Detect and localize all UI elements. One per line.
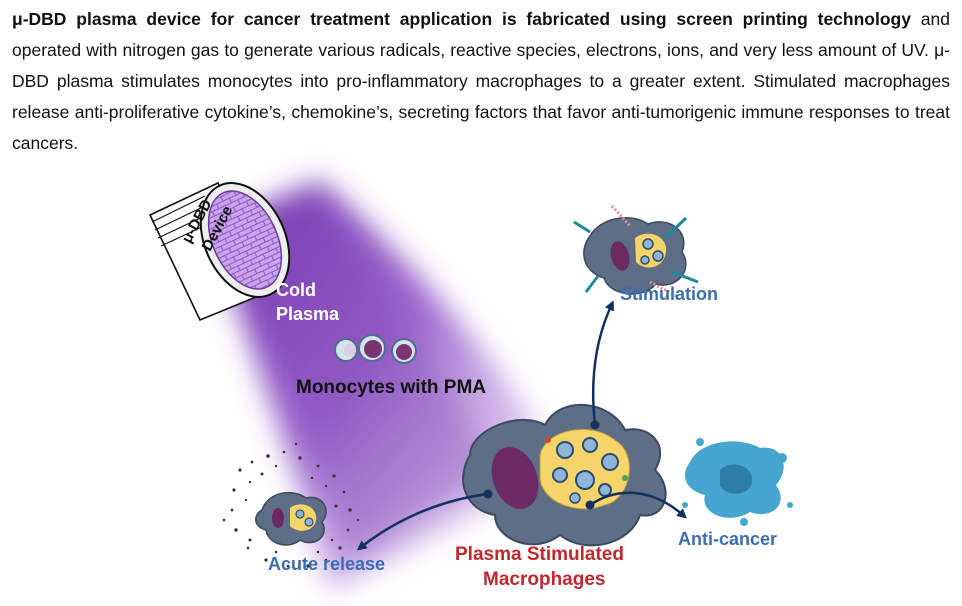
arrow-origin-dot-left	[483, 489, 493, 499]
stimulation-label: Stimulation	[620, 284, 718, 304]
arrow-origin-dot-top	[590, 420, 600, 430]
monocytes-label: Monocytes with PMA	[296, 377, 486, 398]
macrophage-label-line1: Plasma Stimulated	[455, 544, 624, 565]
acute-release-label: Acute release	[268, 554, 385, 574]
tumor-cells	[682, 438, 793, 526]
cold-plasma-line2: Plasma	[276, 304, 340, 324]
cold-plasma-line1: Cold	[276, 280, 316, 300]
arrow-origin-dot-right	[585, 500, 595, 510]
abstract-body: and operated with nitrogen gas to genera…	[12, 9, 950, 153]
plasma-core	[230, 200, 500, 560]
dbd-device	[148, 181, 291, 322]
arrow-to-stimulation	[591, 300, 614, 426]
macrophage-label-line2: Macrophages	[483, 569, 605, 590]
acute-release-cell	[222, 442, 360, 568]
abstract-text: μ-DBD plasma device for cancer treatment…	[12, 4, 950, 159]
arrow-to-anticancer	[589, 491, 687, 519]
anticancer-label: Anti-cancer	[678, 529, 777, 549]
stimulated-macrophage	[462, 403, 667, 547]
abstract-bold-lead: μ-DBD plasma device for cancer treatment…	[12, 9, 911, 29]
arrows	[356, 300, 687, 551]
stimulation-cell	[573, 204, 699, 298]
arrow-to-acute-release	[356, 492, 489, 551]
monocyte-cells	[334, 334, 417, 364]
